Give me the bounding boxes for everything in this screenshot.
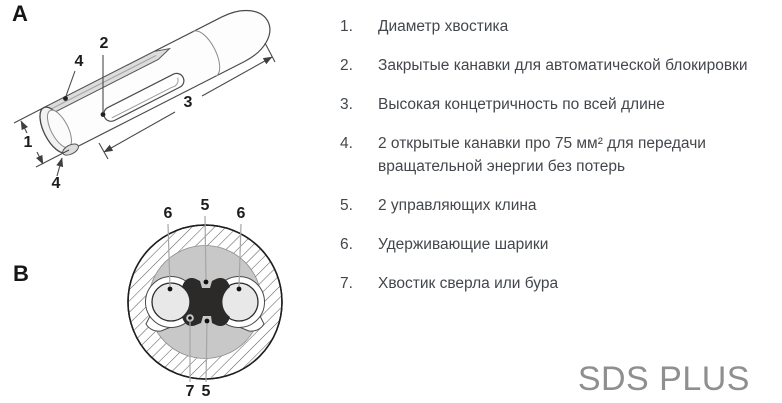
callout-5-wedge-bottom: 5 [201,383,211,400]
closed-groove-slot [103,72,185,122]
legend-list: 1. Диаметр хвостика 2. Закрытые канавки … [340,15,772,295]
section-leader-lines [167,215,242,383]
callout-4-open-groove-bottom: 4 [51,175,61,192]
legend-item-text: Удерживающие шарики [378,236,549,253]
legend-item-text: 2 открытые канавки про 75 мм² для переда… [378,135,706,175]
legend-item-text: Высокая концетричность по всей длине [378,96,665,113]
shank-cross-section-black [182,277,230,327]
callout-2-closed-groove: 2 [99,35,109,52]
legend-item-text: Закрытые канавки для автоматической блок… [378,57,748,74]
legend-item-number: 4. [340,135,353,152]
callout-6-ball-left: 6 [163,205,173,222]
callout-3-length: 3 [180,95,196,111]
open-groove-floor-line [47,54,157,112]
legend-item: 7. Хвостик сверла или бура [340,272,772,295]
legend-item: 6. Удерживающие шарики [340,233,772,256]
legend-item: 3. Высокая концетричность по всей длине [340,93,772,116]
legend-item-text: 2 управляющих клина [378,197,537,214]
legend-item-number: 2. [340,57,353,74]
view-a-shank-drawing [13,9,276,177]
shank-band-arc [193,30,221,77]
legend-item-number: 6. [340,236,353,253]
legend-item-text: Хвостик сверла или бура [378,275,559,292]
section-leader-dots [167,279,242,324]
callout-6-ball-right: 6 [236,205,246,222]
callout-4-open-groove-top: 4 [74,53,84,70]
legend-item-number: 3. [340,96,353,113]
leader-4-open-groove [63,70,76,101]
legend-item: 1. Диаметр хвостика [340,15,772,38]
callout-7-shank-section: 7 [185,383,195,400]
legend-item-number: 1. [340,18,353,35]
closed-groove-inner-line [111,77,179,119]
view-b-cross-section [127,215,283,383]
dimension-1-diameter [13,105,70,168]
view-a-label: A [12,1,28,26]
dimension-3-length [98,42,276,160]
legend-item: 5. 2 управляющих клина [340,194,772,217]
legend-item-number: 7. [340,275,353,292]
legend-item: 4. 2 открытые канавки про 75 мм² для пер… [340,132,772,178]
legend-item-number: 5. [340,197,353,214]
leader-2-closed-groove [100,55,106,117]
arrow-4-bottom-groove [56,157,64,177]
legend-item-text: Диаметр хвостика [378,18,509,35]
legend-item: 2. Закрытые канавки для автоматической б… [340,54,772,77]
callout-5-wedge-top: 5 [200,197,210,214]
sds-plus-wordmark: SDS PLUS [577,360,750,398]
view-b-label: B [13,261,29,286]
callout-1-shank-diameter: 1 [20,135,36,151]
